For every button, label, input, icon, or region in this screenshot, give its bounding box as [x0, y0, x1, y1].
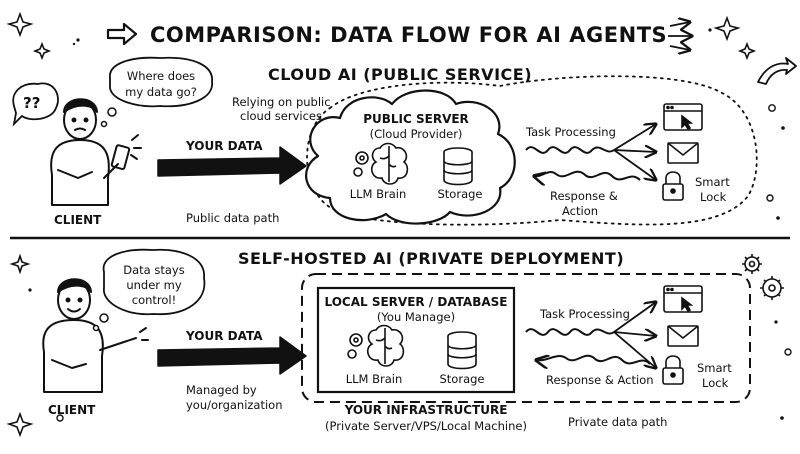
cloud-task-wave: [525, 146, 615, 154]
cloud-response-line1: Response &: [550, 189, 618, 203]
infrastructure-label-line1: YOUR INFRASTRUCTURE: [344, 403, 508, 417]
bubble-text-line1: Where does: [127, 69, 195, 83]
gear-icon: [742, 254, 784, 300]
cloud-response-line2: Action: [562, 204, 598, 218]
cloud-brain-label: LLM Brain: [350, 187, 407, 201]
brain-icon: [347, 324, 405, 367]
private-data-arrow: [157, 336, 307, 375]
curved-arrow-icon: [757, 57, 797, 85]
local-server-box: LOCAL SERVER / DATABASE (You Manage) LLM…: [316, 286, 516, 394]
private-thought-bubble: Data stays under my control!: [92, 248, 206, 332]
cloud-data-arrow: [157, 146, 307, 185]
private-bubble-line2: under my: [126, 278, 182, 292]
cloud-data-label: YOUR DATA: [185, 139, 263, 153]
cloud-storage-label: Storage: [438, 187, 483, 201]
cloud-thought-bubble: Where does my data go?: [100, 56, 213, 128]
private-bubble-line1: Data stays: [123, 263, 184, 277]
managed-label-line2: you/organization: [186, 398, 283, 412]
title-arrow-icon: [106, 22, 138, 46]
browser-window-icon: [663, 103, 703, 131]
private-path-label: Private data path: [568, 415, 667, 429]
managed-label-line1: Managed by: [186, 383, 257, 397]
cloud-lock-label-line1: Smart: [695, 175, 730, 189]
private-client-label: CLIENT: [48, 403, 96, 417]
public-server-subtitle: (Cloud Provider): [370, 127, 463, 141]
private-data-label: YOUR DATA: [185, 329, 263, 343]
question-marks: ??: [23, 94, 40, 112]
public-server-cloud: PUBLIC SERVER (Cloud Provider) LLM Brain…: [305, 89, 516, 225]
email-envelope-icon: [667, 325, 699, 347]
smart-lock-icon: [662, 171, 684, 201]
storage-database-icon: [447, 331, 477, 370]
private-lock-label-line2: Lock: [702, 376, 729, 390]
brain-icon: [353, 142, 409, 185]
browser-window-icon: [663, 285, 703, 313]
client-person-icon: [50, 98, 142, 206]
private-storage-label: Storage: [440, 372, 485, 386]
private-task-wave: [525, 328, 615, 336]
private-task-label: Task Processing: [539, 307, 630, 321]
private-lock-label-line1: Smart: [697, 361, 732, 375]
exchange-arrows-icon: [668, 22, 692, 50]
private-response-arrow: [536, 356, 651, 364]
storage-database-icon: [443, 147, 473, 186]
bubble-text-line2: my data go?: [125, 85, 197, 99]
question-bubble: ??: [12, 82, 59, 127]
cloud-section-heading: CLOUD AI (PUBLIC SERVICE): [268, 65, 532, 84]
cloud-client-label: CLIENT: [54, 213, 102, 227]
private-section-heading: SELF-HOSTED AI (PRIVATE DEPLOYMENT): [238, 249, 624, 268]
local-server-subtitle: (You Manage): [377, 310, 455, 324]
local-server-title: LOCAL SERVER / DATABASE: [324, 295, 507, 309]
infrastructure-boundary: [301, 273, 751, 403]
cloud-branch-arrows: [613, 124, 656, 180]
client-person-icon-2: [42, 278, 149, 393]
dot-decoration: [28, 28, 792, 422]
relying-label-line2: cloud services: [240, 109, 322, 123]
private-bubble-line3: control!: [132, 293, 176, 307]
private-brain-label: LLM Brain: [346, 372, 403, 386]
cloud-path-label: Public data path: [186, 211, 279, 225]
relying-label-line1: Relying on public: [232, 95, 331, 109]
cloud-response-arrow: [534, 170, 641, 180]
infrastructure-label-line2: (Private Server/VPS/Local Machine): [325, 419, 527, 433]
public-server-title: PUBLIC SERVER: [363, 112, 469, 126]
cloud-lock-label-line2: Lock: [700, 190, 727, 204]
sparkle-icon: [6, 11, 757, 438]
private-response-label: Response & Action: [546, 373, 654, 387]
email-envelope-icon: [667, 142, 699, 164]
cloud-task-label: Task Processing: [525, 125, 616, 139]
smart-lock-icon: [662, 355, 684, 385]
page-title: COMPARISON: DATA FLOW FOR AI AGENTS: [150, 23, 667, 47]
